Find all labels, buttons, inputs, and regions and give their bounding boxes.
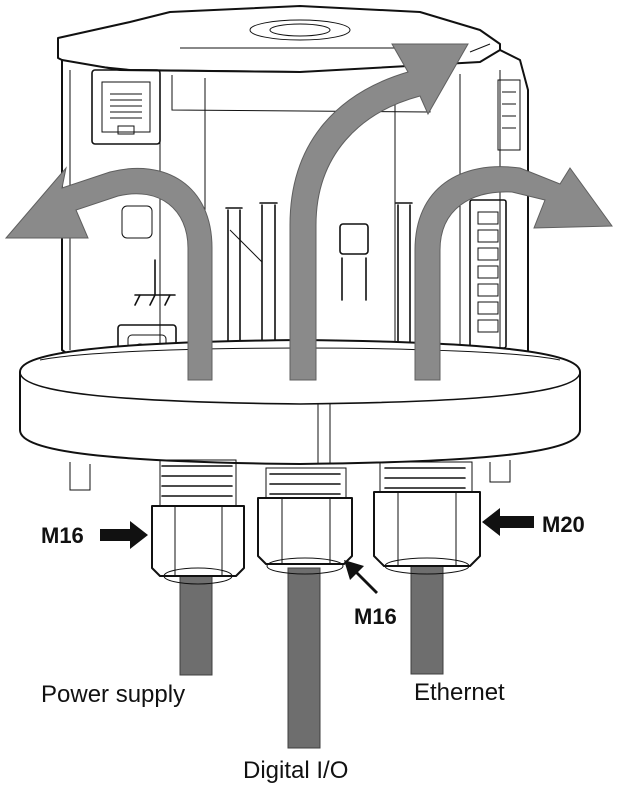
center-routing-arrow xyxy=(289,43,469,381)
center-callout-arrow-icon xyxy=(344,560,378,594)
center-gland xyxy=(257,467,353,575)
right-callout-arrow-icon xyxy=(482,508,534,536)
right-gland-size-label: M20 xyxy=(542,512,585,537)
digital-io-cable xyxy=(287,567,321,749)
left-gland-nut xyxy=(151,505,245,577)
ethernet-cable xyxy=(410,561,444,675)
center-gland-size-label: M16 xyxy=(354,604,397,629)
digital-io-label: Digital I/O xyxy=(243,757,348,784)
right-gland xyxy=(373,461,481,575)
rj45-port xyxy=(91,69,161,145)
routing-arrows xyxy=(4,43,613,381)
callout-arrows xyxy=(100,508,534,594)
cables xyxy=(179,561,444,749)
right-gland-nut xyxy=(373,491,481,567)
left-callout-arrow-icon xyxy=(100,521,148,549)
center-gland-nut xyxy=(257,497,353,565)
right-routing-arrow xyxy=(414,166,613,381)
left-gland xyxy=(151,459,245,585)
ground-symbol-icon xyxy=(134,259,176,306)
power-supply-cable xyxy=(179,574,213,676)
power-supply-label: Power supply xyxy=(41,681,185,708)
left-gland-size-label: M16 xyxy=(41,523,84,548)
ethernet-label: Ethernet xyxy=(414,679,505,706)
left-routing-arrow xyxy=(4,166,213,381)
